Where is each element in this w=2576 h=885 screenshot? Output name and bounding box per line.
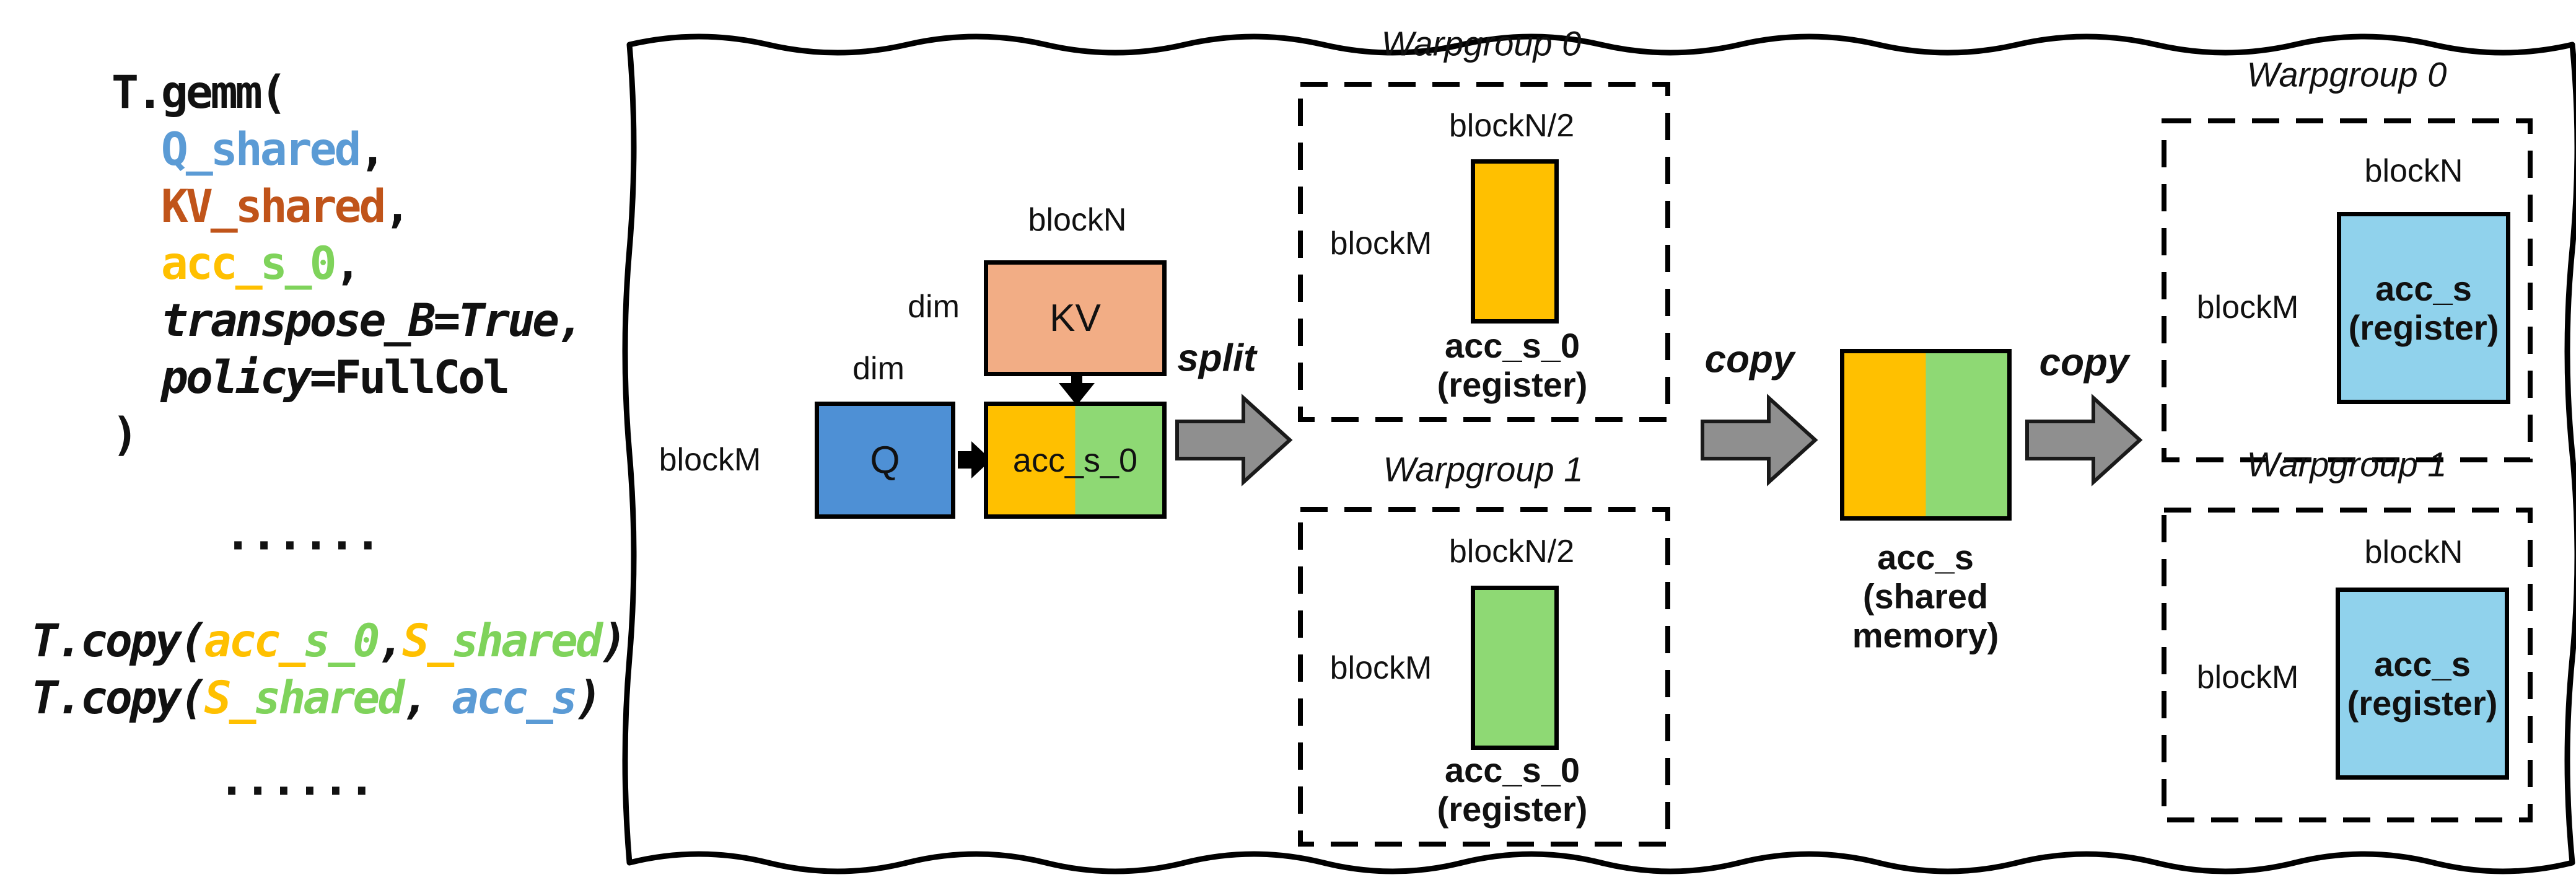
copy-label-2: copy: [2039, 341, 2129, 384]
code-token: ,: [359, 123, 387, 176]
wavy-frame: [622, 33, 2576, 874]
mid-warpgroup0-caption: acc_s_0 (register): [1437, 326, 1588, 404]
copy-label-1: copy: [1704, 338, 1795, 381]
mid-warpgroup1-blockn2-label: blockN/2: [1448, 534, 1575, 570]
right-warpgroup1-blockn-label: blockN: [2364, 534, 2463, 570]
caption-line: memory): [1852, 615, 1999, 655]
blockn-label-gemm: blockN: [1028, 202, 1127, 238]
copy-arrow-1-icon: [1701, 394, 1818, 487]
code-token: =FullCol: [309, 351, 510, 404]
caption-line: (register): [2348, 308, 2499, 347]
code-line: T.copy(S_shared, acc_s): [31, 670, 625, 727]
split-arrow-icon: [1175, 394, 1293, 487]
code-token: S_: [204, 672, 256, 724]
acc-s-register-box-wg0: acc_s (register): [2337, 212, 2510, 404]
caption-line: (shared: [1862, 576, 1989, 616]
code-token: ,: [377, 615, 405, 667]
code-token: ,: [383, 180, 411, 233]
copy-arrow-2-icon: [2025, 394, 2143, 487]
code-token: T.copy(: [31, 672, 207, 724]
code-token: [112, 123, 161, 176]
shared-memory-caption: acc_s (shared memory): [1852, 538, 1999, 655]
code-line: acc_s_0,: [112, 236, 582, 293]
q-to-acc-arrow-icon: [958, 441, 991, 478]
mid-warpgroup0-dashed-box: [1298, 82, 1670, 422]
code-token: S_: [402, 615, 454, 667]
split-label: split: [1177, 337, 1256, 380]
caption-line: acc_s: [2374, 645, 2471, 684]
acc-s-shared-memory-box: [1840, 349, 2012, 521]
code-line: T.gemm(: [112, 64, 582, 121]
kv-box: KV: [984, 260, 1167, 376]
code-token: T.gemm(: [112, 66, 287, 119]
code-token: acc_: [204, 615, 306, 667]
right-warpgroup0-dashed-box: [2162, 118, 2533, 462]
code-block-gemm: T.gemm( Q_shared, KV_shared, acc_s_0, tr…: [112, 64, 584, 464]
dim-label-q: dim: [852, 351, 905, 387]
code-block-copy: T.copy(acc_s_0,S_shared)T.copy(S_shared,…: [31, 613, 628, 727]
dim-label-kv: dim: [908, 289, 960, 325]
mid-warpgroup1-blockm-label: blockM: [1330, 650, 1432, 686]
caption-line: (register): [1437, 365, 1588, 404]
right-warpgroup1-dashed-box: [2162, 508, 2533, 822]
acc-s-register-box-wg1: acc_s (register): [2336, 588, 2509, 780]
code-line: Q_shared,: [112, 121, 582, 178]
code-line: policy=FullCol: [112, 350, 582, 407]
caption-line: acc_s: [2375, 269, 2472, 308]
code-token: ): [112, 408, 139, 461]
q-box-label: Q: [870, 439, 900, 482]
acc-s-0-box-label: acc_s_0: [1012, 441, 1138, 479]
mid-warpgroup1-dashed-box: [1298, 507, 1670, 847]
mid-warpgroup0-blockm-label: blockM: [1330, 226, 1432, 262]
code-line: ): [112, 407, 582, 464]
code-token: [112, 351, 161, 404]
code-token: acc_s: [452, 672, 578, 724]
ellipsis-top: ......: [224, 508, 382, 561]
code-token: [112, 237, 161, 290]
caption-line: acc_s_0: [1444, 326, 1580, 365]
kv-to-acc-arrow-icon: [1059, 372, 1095, 405]
code-line: T.copy(acc_s_0,S_shared): [31, 613, 628, 670]
code-token: policy: [160, 351, 312, 404]
code-token: T.copy(: [31, 615, 207, 667]
code-token: KV_shared: [160, 180, 387, 233]
mid-warpgroup0-title: Warpgroup 0: [1381, 24, 1582, 63]
caption-line: (register): [2347, 684, 2498, 723]
code-token: s_0: [260, 237, 337, 290]
code-token: ): [600, 615, 628, 667]
acc-s-0-register-bar-wg0: [1471, 159, 1559, 324]
right-warpgroup0-title: Warpgroup 0: [2246, 55, 2447, 94]
code-token: ): [575, 672, 603, 724]
code-line: KV_shared,: [112, 178, 582, 236]
code-token: shared: [253, 672, 405, 724]
code-token: ,: [402, 672, 452, 724]
caption-line: (register): [1437, 790, 1588, 829]
caption-line: acc_s_0: [1444, 751, 1580, 790]
right-warpgroup1-blockm-label: blockM: [2196, 659, 2299, 695]
code-token: [112, 294, 161, 347]
right-warpgroup1-title: Warpgroup 1: [2246, 444, 2447, 484]
blockm-label-gemm: blockM: [659, 442, 761, 478]
right-warpgroup0-blockn-label: blockN: [2364, 153, 2463, 189]
q-box: Q: [815, 402, 955, 519]
acc-s-0-register-bar-wg1: [1471, 586, 1559, 750]
caption-line: acc_s: [1877, 537, 1974, 577]
code-token: ,: [334, 237, 362, 290]
right-warpgroup0-blockm-label: blockM: [2196, 289, 2299, 325]
code-token: [112, 180, 161, 233]
code-token: transpose_B=True,: [160, 294, 584, 347]
code-token: s_0: [303, 615, 380, 667]
code-token: shared: [452, 615, 603, 667]
kv-box-label: KV: [1049, 297, 1101, 340]
code-line: transpose_B=True,: [112, 293, 584, 350]
ellipsis-bottom: ......: [218, 753, 375, 806]
code-token: acc_: [160, 237, 263, 290]
code-token: Q_shared: [160, 123, 362, 176]
mid-warpgroup1-caption: acc_s_0 (register): [1437, 751, 1588, 829]
mid-warpgroup1-title: Warpgroup 1: [1383, 449, 1584, 489]
acc-s-0-box: acc_s_0: [984, 402, 1167, 519]
mid-warpgroup0-blockn2-label: blockN/2: [1448, 108, 1575, 144]
